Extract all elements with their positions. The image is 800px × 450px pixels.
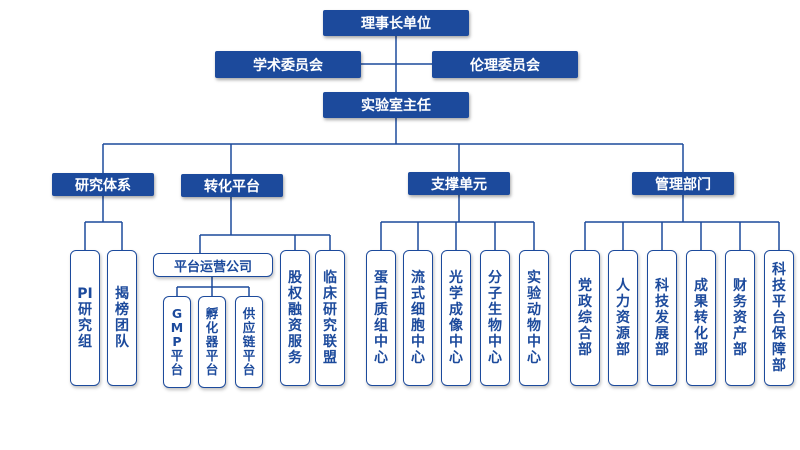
lab-director-box: 实验室主任	[323, 92, 469, 118]
leaf-tech-development-dept: 科技发展部	[647, 250, 677, 386]
platform-operating-company-box: 平台运营公司	[153, 253, 273, 277]
research-system-header: 研究体系	[52, 173, 154, 196]
leaf-equity-financing-service: 股权融资服务	[280, 250, 310, 386]
leaf-tech-platform-support-dept: 科技平台保障部	[764, 250, 794, 386]
leaf-human-resources-dept: 人力资源部	[608, 250, 638, 386]
leaf-lab-animal-center: 实验动物中心	[519, 250, 549, 386]
leaf-finance-assets-dept: 财务资产部	[725, 250, 755, 386]
management-dept-header: 管理部门	[632, 172, 734, 195]
leaf-gmp-platform: GMP平台	[163, 296, 191, 388]
leaf-party-admin-dept: 党政综合部	[570, 250, 600, 386]
leaf-molecular-biology-center: 分子生物中心	[480, 250, 510, 386]
academic-committee-box: 学术委员会	[215, 51, 361, 78]
leaf-flow-cytometry-center: 流式细胞中心	[403, 250, 433, 386]
leaf-supply-chain-platform: 供应链平台	[235, 296, 263, 388]
leaf-open-competition-team: 揭榜团队	[107, 250, 137, 386]
leaf-incubator-platform: 孵化器平台	[198, 296, 226, 388]
chairman-unit-box: 理事长单位	[323, 10, 469, 36]
transformation-platform-header: 转化平台	[181, 174, 283, 197]
leaf-pi-research-group: PI研究组	[70, 250, 100, 386]
leaf-optical-imaging-center: 光学成像中心	[441, 250, 471, 386]
leaf-proteomics-center: 蛋白质组中心	[366, 250, 396, 386]
leaf-achievement-transfer-dept: 成果转化部	[686, 250, 716, 386]
ethics-committee-box: 伦理委员会	[432, 51, 578, 78]
leaf-clinical-research-alliance: 临床研究联盟	[315, 250, 345, 386]
support-unit-header: 支撑单元	[408, 172, 510, 195]
